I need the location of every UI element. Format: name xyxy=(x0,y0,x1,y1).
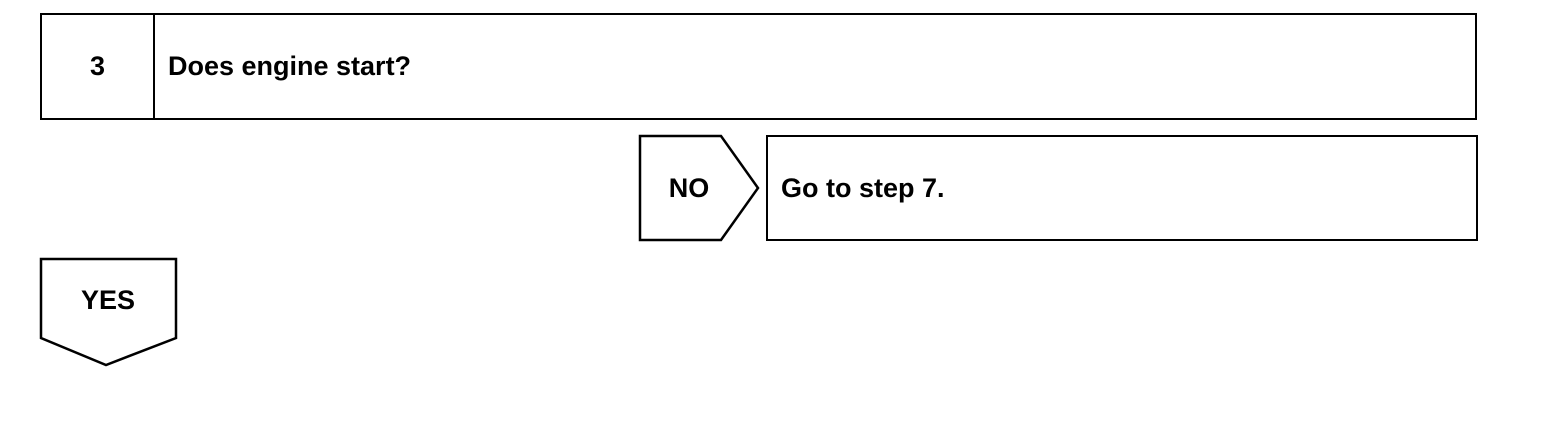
yes-label: YES xyxy=(80,284,136,315)
step-box: 3 Does engine start? xyxy=(40,13,1477,120)
step-number: 3 xyxy=(42,15,155,118)
no-action-box: Go to step 7. xyxy=(766,135,1478,241)
step-question: Does engine start? xyxy=(168,51,412,81)
no-label: NO xyxy=(668,172,710,203)
